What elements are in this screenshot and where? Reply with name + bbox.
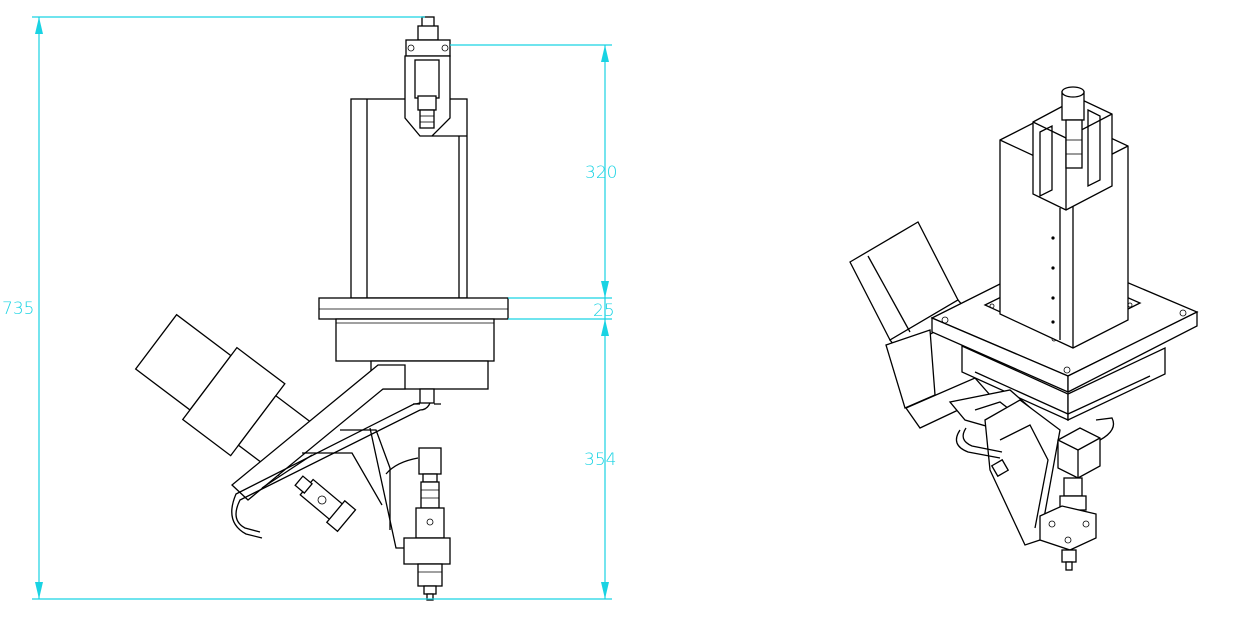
main-column [350,98,468,299]
dimension-320: 320 [585,163,617,183]
dimension-735: 735 [2,299,34,319]
dimension-lines [32,16,612,600]
side-fitting [294,475,357,533]
dimension-25: 25 [593,301,615,321]
iso-dispensing-valve [1039,417,1115,571]
isometric-view [849,86,1199,571]
valve-bracket [404,55,451,137]
dispensing-valve [403,388,451,601]
side-motor [134,313,317,477]
iso-valve-frame [1032,86,1113,211]
dimension-354: 354 [584,450,616,470]
front-elevation-view [134,16,509,601]
top-valve-head [405,16,451,57]
iso-side-motor [849,221,992,429]
mounting-flange [318,297,509,320]
inclined-arm [231,364,426,549]
rotary-body [335,318,495,390]
